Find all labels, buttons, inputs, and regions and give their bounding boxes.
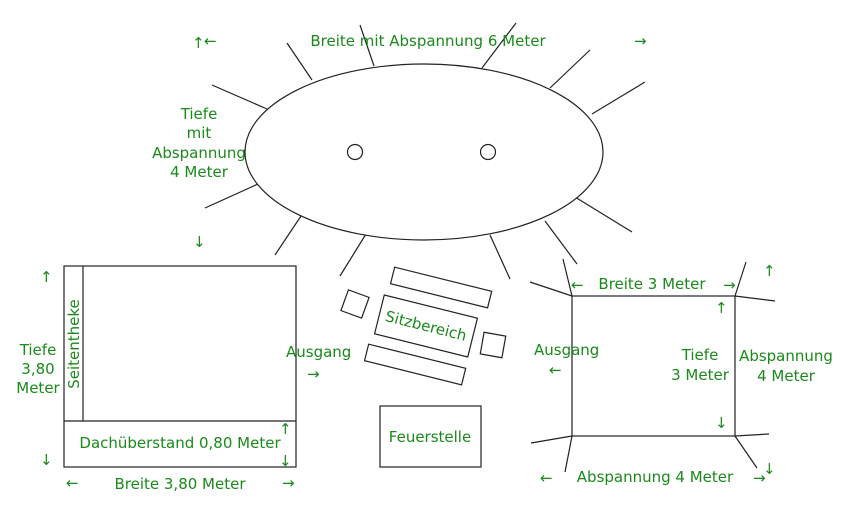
left-depth-label-line: Meter — [16, 379, 60, 397]
stool-right — [479, 331, 507, 359]
guy-line — [529, 281, 573, 297]
tent-pole-right — [479, 143, 497, 161]
guy-line — [339, 233, 367, 277]
guy-line — [734, 295, 776, 302]
oval-depth-label-line: Abspannung — [152, 144, 246, 162]
arrow-left-icon: ← — [204, 32, 217, 50]
arrow-left-icon: ← — [540, 469, 553, 487]
counter-label: Seitentheke — [65, 299, 83, 389]
guy-line — [204, 183, 259, 209]
guy-line — [530, 435, 573, 444]
stool-left — [340, 289, 370, 319]
tent-pole-left — [346, 143, 364, 161]
right-width-label: Breite 3 Meter — [598, 275, 706, 293]
left-tent-outline — [63, 265, 297, 468]
middle-area: Ausgang → Sitzbereich Feuerstelle — [286, 266, 507, 468]
roof-overhang-label: Dachüberstand 0,80 Meter — [79, 434, 281, 452]
right-depth-label-line: 3 Meter — [671, 366, 730, 384]
arrow-up-icon: ↑ — [40, 268, 53, 286]
left-width-label: Breite 3,80 Meter — [114, 475, 246, 493]
guy-line — [734, 261, 747, 297]
left-exit-label: Ausgang — [286, 343, 351, 361]
right-depth-label-line: Tiefe — [681, 346, 719, 364]
arrow-left-icon: ← — [66, 474, 79, 492]
oval-depth-label-line: 4 Meter — [170, 163, 229, 181]
guy-line — [211, 84, 268, 110]
oval-depth-label-line: mit — [187, 124, 212, 142]
arrow-left-icon: ← — [549, 361, 562, 379]
guy-line — [544, 220, 578, 265]
arrow-up-icon: ↑ — [715, 299, 728, 317]
guy-line — [564, 435, 573, 473]
guy-line — [574, 196, 633, 233]
guy-line — [549, 49, 591, 89]
bench-top — [389, 266, 493, 309]
right-tent-outline — [571, 295, 736, 437]
guy-line — [734, 433, 770, 437]
arrow-up-icon: ↑ — [192, 34, 205, 52]
oval-guy-lines — [204, 22, 646, 280]
guy-line — [359, 24, 375, 67]
arrow-down-icon: ↓ — [40, 451, 53, 469]
arrow-up-icon: ↑ — [763, 262, 776, 280]
left-tent: Seitentheke Dachüberstand 0,80 Meter ↑ ↓… — [16, 265, 297, 493]
left-depth-label-line: Tiefe — [19, 341, 57, 359]
right-guy-side-label-line: 4 Meter — [757, 367, 816, 385]
bench-bottom — [363, 343, 467, 386]
arrow-down-icon: ↓ — [763, 460, 776, 478]
arrow-right-icon: → — [634, 32, 647, 50]
guy-line — [489, 234, 511, 280]
guy-line — [591, 81, 646, 115]
right-exit-label: Ausgang — [534, 341, 599, 359]
arrow-right-icon: → — [723, 276, 736, 294]
oval-tent: ↑ ← Breite mit Abspannung 6 Meter → Tief… — [152, 22, 647, 280]
arrow-down-icon: ↓ — [715, 414, 728, 432]
guy-line — [734, 435, 758, 469]
oval-depth-label-line: Tiefe — [180, 105, 218, 123]
guy-line — [286, 42, 313, 81]
right-guy-bottom-label: Abspannung 4 Meter — [577, 468, 734, 486]
right-tent: ← Breite 3 Meter → Ausgang ← ↑ Tiefe 3 M… — [529, 258, 833, 487]
guy-line — [481, 22, 517, 69]
arrow-down-icon: ↓ — [279, 452, 292, 470]
arrow-up-icon: ↑ — [279, 420, 292, 438]
left-depth-label-line: 3,80 — [21, 360, 54, 378]
right-guy-side-label-line: Abspannung — [739, 347, 833, 365]
guy-line — [562, 258, 573, 297]
oval-width-label: Breite mit Abspannung 6 Meter — [310, 32, 546, 50]
arrow-right-icon: → — [307, 365, 320, 383]
arrow-left-icon: ← — [571, 276, 584, 294]
seating-area: Sitzbereich — [373, 294, 479, 358]
arrow-right-icon: → — [753, 469, 766, 487]
guy-line — [274, 212, 304, 256]
fireplace — [379, 405, 482, 468]
fireplace-label: Feuerstelle — [389, 428, 471, 446]
arrow-down-icon: ↓ — [193, 233, 206, 251]
arrow-right-icon: → — [282, 474, 295, 492]
oval-tent-outline — [244, 63, 604, 241]
